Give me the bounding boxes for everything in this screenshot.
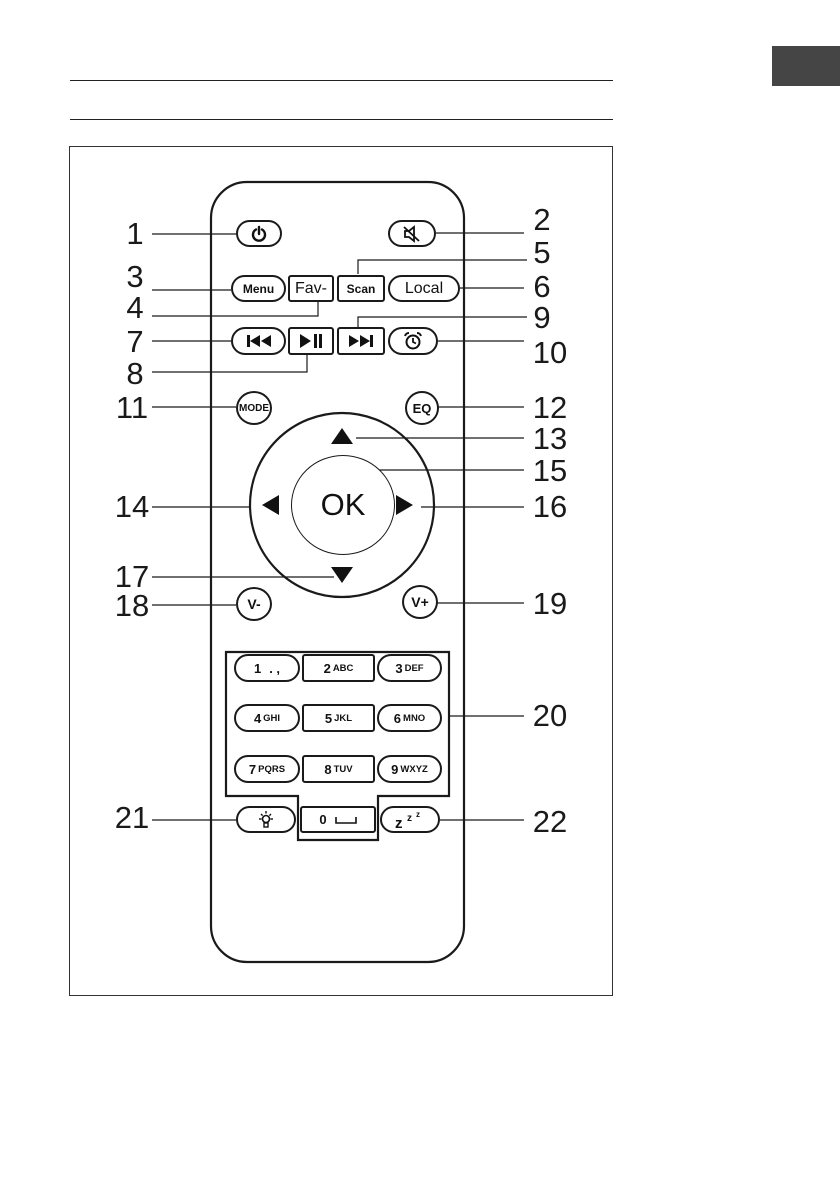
alarm-button[interactable] — [388, 327, 438, 355]
key-letters: WXYZ — [400, 764, 427, 775]
callout-21: 21 — [112, 801, 152, 835]
skip-previous-icon — [246, 334, 272, 348]
key-letters: GHI — [263, 713, 280, 724]
key-letters: DEF — [405, 663, 424, 674]
callout-20: 20 — [530, 699, 570, 733]
prev-button[interactable] — [231, 327, 286, 355]
callout-13: 13 — [530, 422, 570, 456]
down-button[interactable] — [322, 560, 362, 592]
svg-text:z: z — [395, 815, 403, 830]
key-number: 2 — [324, 661, 331, 676]
eq-button[interactable]: EQ — [405, 391, 439, 425]
fav-button[interactable]: Fav- — [288, 275, 334, 302]
sleep-button[interactable]: z z z — [380, 806, 440, 833]
key-number: 9 — [391, 762, 398, 777]
callout-1: 1 — [115, 217, 155, 251]
key-letters: TUV — [334, 764, 353, 775]
play-pause-button[interactable] — [288, 327, 334, 355]
callout-19: 19 — [530, 587, 570, 621]
power-button[interactable] — [236, 220, 282, 247]
key-letters: PQRS — [258, 764, 285, 775]
play-pause-icon — [298, 333, 324, 349]
callout-22: 22 — [530, 805, 570, 839]
menu-button[interactable]: Menu — [231, 275, 286, 302]
next-button[interactable] — [337, 327, 385, 355]
key-letters: MNO — [403, 713, 425, 724]
mute-icon — [402, 225, 422, 243]
svg-text:z: z — [407, 813, 412, 824]
ok-button[interactable]: OK — [291, 455, 395, 555]
key-number: 4 — [254, 711, 261, 726]
key-number: 8 — [324, 762, 331, 777]
alarm-clock-icon — [403, 331, 423, 351]
key-1[interactable]: 1 . , — [234, 654, 300, 682]
zero-space-button[interactable]: 0 — [300, 806, 376, 833]
up-button[interactable] — [322, 420, 362, 452]
local-button[interactable]: Local — [388, 275, 460, 302]
key-number: 6 — [394, 711, 401, 726]
light-bulb-icon — [256, 810, 276, 830]
key-number: 0 — [319, 812, 326, 827]
key-number: 3 — [395, 661, 402, 676]
key-letters: . , — [269, 661, 280, 676]
space-icon — [335, 815, 357, 825]
key-number: 7 — [249, 762, 256, 777]
callout-16: 16 — [530, 490, 570, 524]
power-icon — [250, 225, 268, 243]
callout-4: 4 — [115, 291, 155, 325]
callout-3: 3 — [115, 260, 155, 294]
left-button[interactable] — [254, 487, 286, 525]
key-number: 5 — [325, 711, 332, 726]
callout-14: 14 — [112, 490, 152, 524]
key-letters: JKL — [334, 713, 352, 724]
callout-18: 18 — [112, 589, 152, 623]
mute-button[interactable] — [388, 220, 436, 247]
callout-7: 7 — [115, 325, 155, 359]
sleep-icon: z z z — [393, 810, 427, 830]
right-button[interactable] — [392, 487, 424, 525]
skip-next-icon — [348, 334, 374, 348]
mode-button[interactable]: MODE — [236, 391, 272, 425]
callout-15: 15 — [530, 454, 570, 488]
callout-12: 12 — [530, 391, 570, 425]
callout-8: 8 — [115, 357, 155, 391]
callout-11: 11 — [112, 391, 152, 425]
volume-down-button[interactable]: V- — [236, 587, 272, 621]
key-letters: ABC — [333, 663, 354, 674]
callout-6: 6 — [522, 270, 562, 304]
key-number: 1 — [254, 661, 261, 676]
callout-5: 5 — [522, 236, 562, 270]
volume-up-button[interactable]: V+ — [402, 585, 438, 619]
callout-10: 10 — [530, 336, 570, 370]
callout-9: 9 — [522, 301, 562, 335]
callout-2: 2 — [522, 203, 562, 237]
scan-button[interactable]: Scan — [337, 275, 385, 302]
svg-text:z: z — [416, 810, 420, 819]
light-button[interactable] — [236, 806, 296, 833]
